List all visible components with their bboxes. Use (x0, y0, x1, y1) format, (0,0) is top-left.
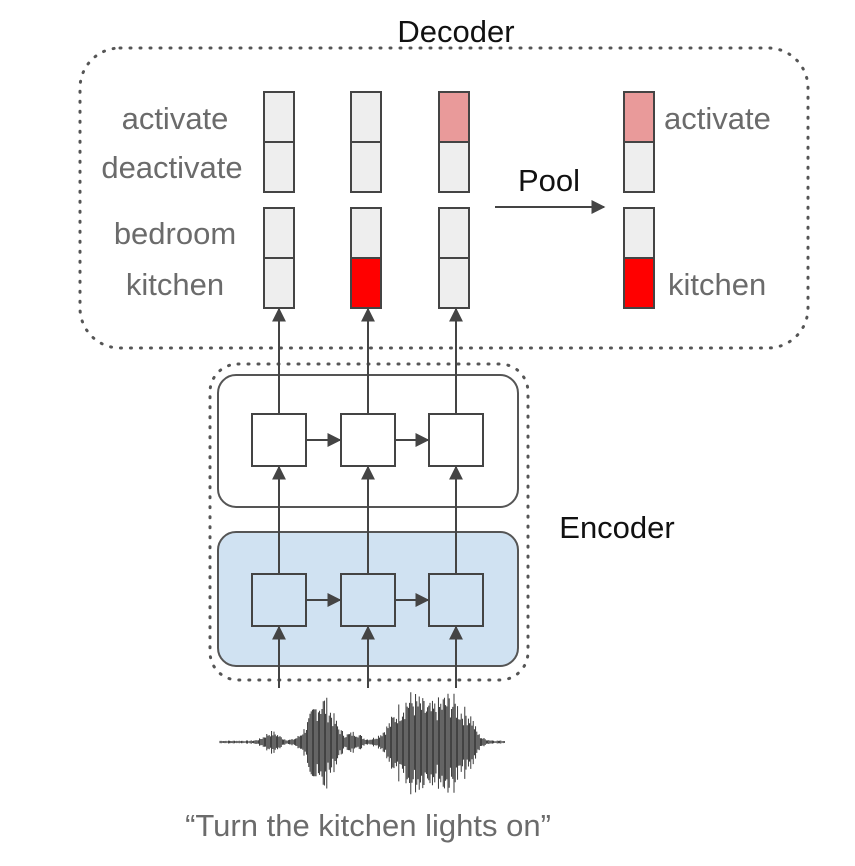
pool-label: Pool (518, 163, 580, 198)
pooled-column-cell-2 (623, 141, 655, 193)
utterance-text: “Turn the kitchen lights on” (185, 808, 551, 843)
decoder-column-3-cell-4 (438, 257, 470, 309)
decoder-column-1-cell-3 (263, 207, 295, 259)
lower-rnn-cell-1 (251, 573, 307, 627)
decoder-region (78, 46, 810, 350)
slot-label-deactivate: deactivate (101, 150, 242, 185)
decoder-column-1-cell-2 (263, 141, 295, 193)
decoder-title: Decoder (397, 14, 514, 49)
decoder-column-1-cell-4 (263, 257, 295, 309)
decoder-columns (263, 91, 470, 309)
decoder-column-2-cell-4 (350, 257, 382, 309)
decoder-column-3-cell-3 (438, 207, 470, 259)
lower-rnn-cell-3 (428, 573, 484, 627)
encoder-title: Encoder (559, 510, 674, 545)
upper-rnn-cell-2 (340, 413, 396, 467)
pooled-column-cell-1 (623, 91, 655, 143)
waveform-trace (219, 692, 505, 795)
pooled-column (623, 91, 655, 309)
decoder-column-1-cell-1 (263, 91, 295, 143)
upper-rnn-cell-3 (428, 413, 484, 467)
pooled-column-cell-4 (623, 257, 655, 309)
decoder-column-2-cell-1 (350, 91, 382, 143)
upper-rnn-cell-1 (251, 413, 307, 467)
pooled-column-cell-3 (623, 207, 655, 259)
output-label-kitchen: kitchen (668, 267, 766, 302)
decoder-column-2-cell-2 (350, 141, 382, 193)
output-label-activate: activate (664, 101, 771, 136)
slot-label-activate: activate (122, 101, 229, 136)
decoder-column-3-cell-2 (438, 141, 470, 193)
lower-rnn-cell-2 (340, 573, 396, 627)
slot-label-kitchen: kitchen (126, 267, 224, 302)
decoder-column-3-cell-1 (438, 91, 470, 143)
encoder-flow (251, 307, 484, 688)
speech-waveform (219, 692, 505, 795)
decoder-column-2-cell-3 (350, 207, 382, 259)
slot-label-bedroom: bedroom (114, 216, 236, 251)
